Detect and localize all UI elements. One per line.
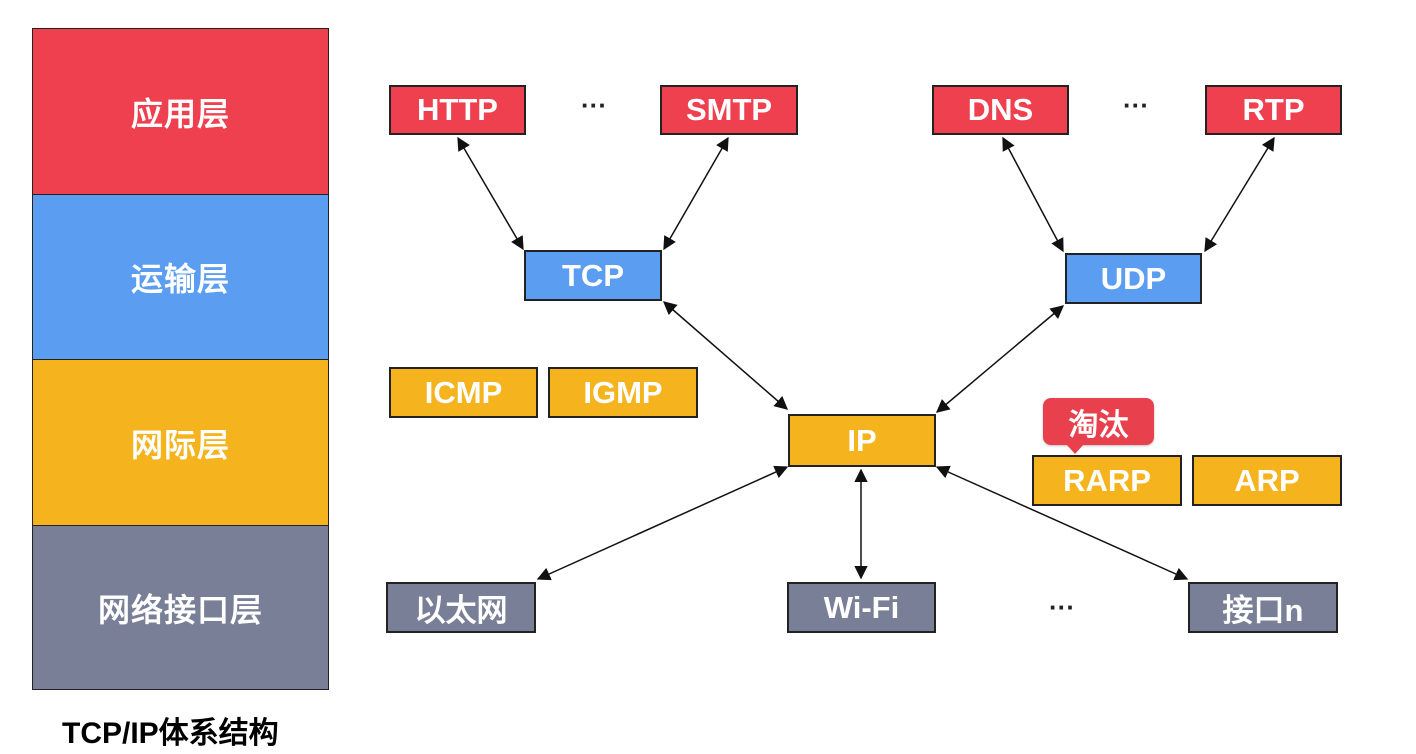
layer-internet: 网际层 xyxy=(32,359,329,526)
protocol-http: HTTP xyxy=(389,85,526,135)
diagram-caption: TCP/IP体系结构 xyxy=(62,717,279,750)
protocol-rtp: RTP xyxy=(1205,85,1342,135)
layer-link: 网络接口层 xyxy=(32,525,329,690)
protocol-dns: DNS xyxy=(932,85,1069,135)
arrow-ip-ethernet xyxy=(536,465,789,581)
arrow-rtp-udp xyxy=(1204,136,1275,253)
protocol-icmp: ICMP xyxy=(389,367,538,418)
protocol-ip: IP xyxy=(788,414,936,467)
ellipsis-application-left: ··· xyxy=(581,90,607,120)
ellipsis-link: ··· xyxy=(1049,592,1075,622)
arrow-tcp-ip xyxy=(662,301,789,410)
protocol-arp: ARP xyxy=(1192,455,1342,506)
protocol-smtp: SMTP xyxy=(660,85,798,135)
arrow-ip-interface-n xyxy=(935,465,1189,581)
layer-application: 应用层 xyxy=(32,28,329,195)
deprecated-badge: 淘汰 xyxy=(1043,398,1154,445)
interface-wifi: Wi-Fi xyxy=(787,582,936,633)
deprecated-badge-pointer xyxy=(1066,444,1084,454)
interface-n: 接口n xyxy=(1188,582,1338,633)
arrow-http-tcp xyxy=(457,136,524,251)
protocol-tcp: TCP xyxy=(524,250,662,301)
ellipsis-application-right: ··· xyxy=(1123,90,1149,120)
protocol-udp: UDP xyxy=(1065,253,1202,304)
protocol-rarp: RARP xyxy=(1032,455,1182,506)
arrow-smtp-tcp xyxy=(663,136,729,251)
protocol-igmp: IGMP xyxy=(548,367,698,418)
arrow-dns-udp xyxy=(1002,136,1064,253)
interface-ethernet: 以太网 xyxy=(386,582,536,633)
arrow-udp-ip xyxy=(935,305,1065,413)
